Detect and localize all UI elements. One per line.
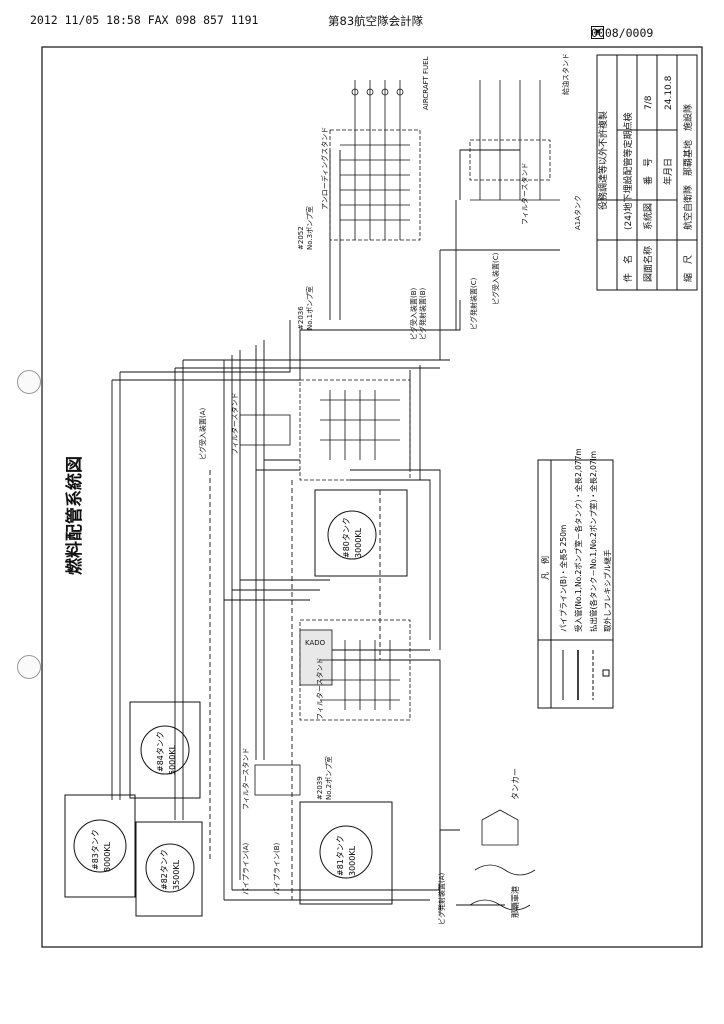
- label-kado: KADO: [305, 639, 326, 647]
- diagram-labels: アンローディングスタンド #2052 No.3ポンプ室 #2036 No.1ポン…: [198, 53, 582, 925]
- drawing-title: 燃料配管系統図: [64, 456, 85, 575]
- title-block-value-3: 24.10.8: [664, 75, 674, 110]
- fax-page-icon: ▣: [591, 26, 604, 39]
- title-block-value-0: (24)地下埋設配管等定期点検: [622, 113, 634, 230]
- tank-84: #84タンク 5000KL: [129, 701, 201, 799]
- label-pig-launch-b: ピグ発射装置(B): [418, 287, 427, 340]
- title-block-label-3: 年月日: [662, 158, 674, 185]
- label-pump-2039: #2039: [316, 776, 324, 800]
- tank-83: #83タンク 8000KL: [64, 794, 136, 898]
- label-filter-stand-4: フィルタースタンド: [315, 657, 324, 720]
- label-refuel-stand: 給油スタンド: [561, 53, 570, 95]
- tank-82: #82タンク 3500KL: [135, 821, 203, 917]
- tank-80-name: #80タンク: [342, 517, 351, 558]
- label-pump-2036-sub: No.1ポンプ室: [305, 286, 314, 330]
- label-aircraft-fuel: AIRCRAFT FUEL: [422, 56, 430, 110]
- label-filter-stand-3: フィルタースタンド: [241, 747, 250, 810]
- label-pig-a: ピグ受入装置(A): [198, 407, 207, 460]
- tank-81-capacity: 3000KL: [348, 845, 357, 876]
- label-pipeline-a: パイプライン(A): [242, 842, 250, 895]
- tank-83-name: #83タンク: [91, 829, 100, 870]
- label-ala-tank: A1Aタンク: [573, 195, 582, 230]
- tank-83-capacity: 8000KL: [103, 841, 112, 872]
- label-pig-launch-a: ピグ発射装置(A): [437, 872, 446, 925]
- label-pipeline-b: パイプライン(B): [273, 842, 281, 895]
- fax-sender-info: 2012 11/05 18:58 FAX 098 857 1191: [30, 13, 259, 27]
- title-block-label-2: 番 号: [642, 158, 654, 185]
- title-block-text: 役務調達等以外不許複製 件 名 (24)地下埋設配管等定期点検 図面名称 系統図…: [597, 75, 694, 282]
- tank-84-capacity: 5000KL: [168, 744, 177, 775]
- punch-hole-top: [17, 370, 41, 394]
- title-block-value-1: 系統図: [642, 203, 654, 230]
- fax-page-number: 0008/0009: [591, 26, 654, 40]
- title-block-note: 役務調達等以外不許複製: [597, 111, 609, 210]
- tank-81: #81タンク 3000KL: [299, 801, 393, 905]
- tank-81-name: #81タンク: [336, 835, 345, 876]
- sheet-border: [41, 46, 703, 948]
- label-pig-recv-c: ピグ受入装置(C): [491, 252, 500, 305]
- punch-hole-bottom: [17, 655, 41, 679]
- label-pig-b: ピグ受入装置(B): [409, 287, 418, 340]
- tank-82-capacity: 3500KL: [172, 859, 181, 890]
- label-filter-stand: フィルタースタンド: [520, 162, 529, 225]
- tank-84-name: #84タンク: [156, 731, 165, 772]
- pump-room-2036: [299, 379, 411, 481]
- legend-item-3: 取外しフレキシブル継手: [602, 549, 612, 632]
- title-block-label-4: 縮 尺: [682, 255, 694, 282]
- fax-header: 2012 11/05 18:58 FAX 098 857 1191 第83航空隊…: [0, 0, 724, 40]
- tanker-label: タンカー: [511, 768, 520, 800]
- harbor: 那覇軍港 タンカー: [469, 768, 536, 918]
- label-pig-launch-c: ピグ発射装置(C): [469, 277, 478, 330]
- harbor-label: 那覇軍港: [510, 886, 520, 918]
- label-pump-2052-sub: No.3ポンプ室: [305, 206, 314, 250]
- legend-item-2: 払出管(各タンク－No.1,No.2ポンプ室)・全長2,07lm: [588, 451, 598, 632]
- legend-box: 凡 例 パイプライン(B)・全長5 250m 受入管(No.1,No.2ポンプ室…: [537, 448, 614, 709]
- title-block-label-1: 図面名称: [642, 246, 654, 282]
- refuel-stand: [469, 80, 560, 201]
- legend-title: 凡 例: [540, 556, 550, 580]
- label-filter-stand-2: フィルタースタンド: [230, 392, 239, 455]
- title-block-value-4: 航空自衛隊 那覇基地 施設隊: [682, 104, 694, 230]
- tank-80-capacity: 3000KL: [354, 527, 363, 558]
- unloading-stand: [329, 80, 421, 241]
- label-pump-2052: #2052: [297, 226, 305, 250]
- filter-stands: [239, 414, 301, 796]
- label-pump-2039-sub: No.2ポンプ室: [324, 756, 333, 800]
- legend-item-0: パイプライン(B)・全長5 250m: [558, 525, 568, 632]
- label-pump-2036: #2036: [297, 306, 305, 330]
- fax-sender-name: 第83航空隊会計隊: [328, 14, 424, 28]
- tank-80: #80タンク 3000KL: [314, 489, 408, 577]
- label-hydrant-stand: アンローディングスタンド: [320, 127, 329, 210]
- legend-item-1: 受入管(No.1,No.2ポンプ室－各タンク)・全長2,077m: [573, 448, 583, 632]
- tank-82-name: #82タンク: [160, 849, 169, 890]
- title-block-label-0: 件 名: [622, 255, 634, 282]
- pump-room-2039: [299, 619, 411, 721]
- title-block: [596, 54, 698, 291]
- title-block-value-2: 7/8: [644, 95, 654, 110]
